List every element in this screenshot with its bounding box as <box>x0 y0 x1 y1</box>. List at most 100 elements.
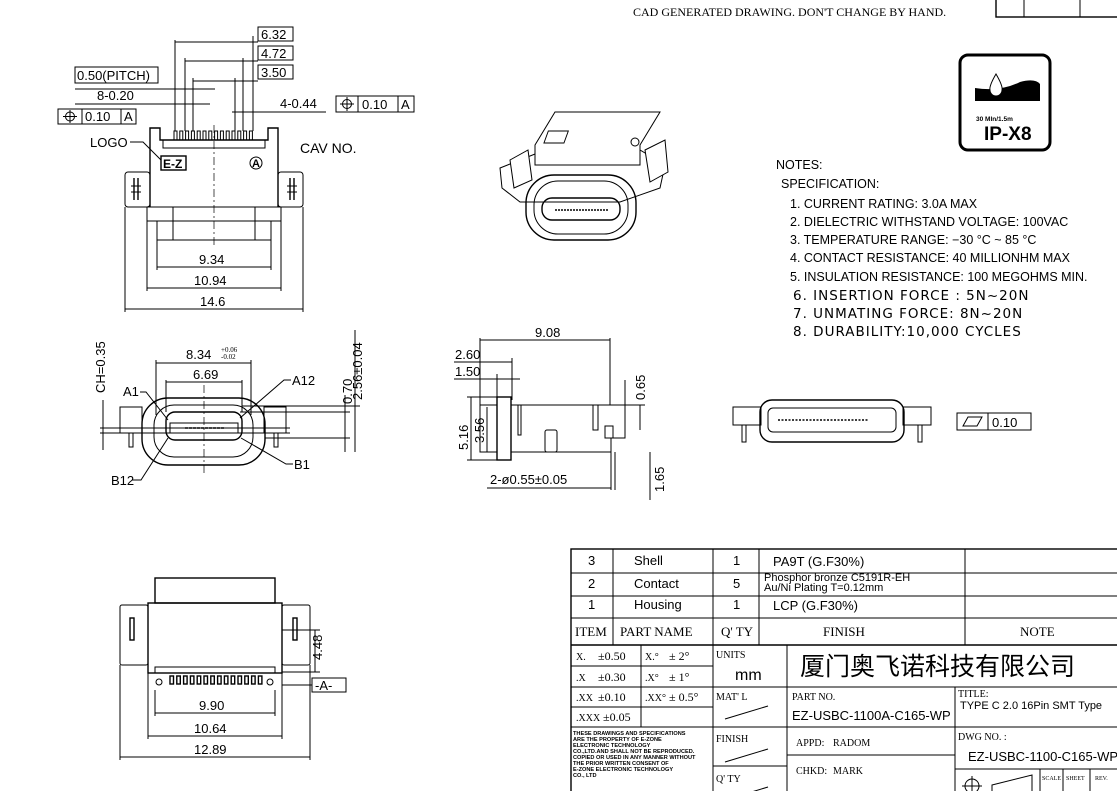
label: E-ZONE ELECTRONIC TECHNOLOGY <box>573 767 673 773</box>
notes: NOTES: SPECIFICATION: 1. CURRENT RATING:… <box>776 158 1088 340</box>
contact-pin <box>219 130 224 141</box>
dim-hole: 2-ø0.55±0.05 <box>490 472 567 487</box>
label: 0.10 <box>992 415 1017 430</box>
label: 5 <box>733 576 740 591</box>
label: ± 2° <box>669 649 690 663</box>
label: SCALE <box>1042 776 1061 782</box>
contact-pin <box>225 130 230 141</box>
label: FINISH <box>716 734 748 745</box>
contact-pin <box>203 675 209 685</box>
label: Contact <box>634 576 679 591</box>
contact-pin <box>176 675 182 685</box>
notes-title: NOTES: <box>776 158 823 172</box>
drawing-title: TYPE C 2.0 16Pin SMT Type <box>960 700 1102 712</box>
part-number: EZ-USBC-1100A-C165-WP <box>792 708 951 723</box>
contact-pin <box>185 130 190 141</box>
checked-by: MARK <box>833 766 864 777</box>
cavity-mark <box>249 156 263 170</box>
contact-pin <box>214 130 219 141</box>
label: Q' TY <box>716 774 741 785</box>
logo-label: LOGO <box>90 135 128 150</box>
label: CO., LTD <box>573 773 597 779</box>
holddown-right-icon <box>287 178 297 200</box>
contact-pin <box>244 675 250 685</box>
label: .X° <box>645 673 659 684</box>
label: ARE THE PROPERTY OF E-ZONE <box>573 737 662 743</box>
water-icon <box>975 80 1040 101</box>
isometric-view <box>499 111 669 241</box>
label: Housing <box>634 597 682 612</box>
label: ITEM <box>575 624 607 639</box>
label: COPIED OR USED IN ANY MANNER WITHOUT <box>573 755 696 761</box>
label: .XX <box>576 693 594 704</box>
label: 0.10 <box>85 109 110 124</box>
dim-0.70: 0.70 <box>340 379 355 404</box>
label: FINISH <box>823 624 865 639</box>
label: CHKD: <box>796 766 827 777</box>
dim-1.50: 1.50 <box>455 364 480 379</box>
contact-pin <box>248 130 253 141</box>
label: 1 <box>588 597 595 612</box>
side-view: 9.08 2.60 1.50 5.16 3.56 0.65 1.65 2-ø0.… <box>454 325 667 500</box>
note-item: 3. TEMPERATURE RANGE: −30 °C ~ 85 °C <box>790 233 1036 247</box>
dim-0.65: 0.65 <box>633 375 648 400</box>
contact-pin <box>250 675 256 685</box>
dim-10.64: 10.64 <box>194 721 227 736</box>
flatness-icon <box>962 416 983 427</box>
label: -0.02 <box>221 353 236 361</box>
label: .X <box>576 673 587 684</box>
dim-10.94: 10.94 <box>194 273 227 288</box>
datum-a: -A- <box>315 678 332 693</box>
label: Shell <box>634 553 663 568</box>
dim-9.08: 9.08 <box>535 325 560 340</box>
label: ±0.50 <box>598 649 626 663</box>
label: X. <box>576 652 586 663</box>
contact-pin <box>173 130 178 141</box>
label: Au/Ni Plating T=0.12mm <box>764 582 883 594</box>
holddown-left-icon <box>131 178 141 200</box>
label: ±0.30 <box>598 670 626 684</box>
dim-9.90: 9.90 <box>199 698 224 713</box>
dim-9.34: 9.34 <box>199 252 224 267</box>
label: CO.,LTD.AND SHALL NOT BE REPRODUCED. <box>573 749 695 755</box>
label: 30 MIn/1.5m <box>976 116 1013 123</box>
dim-3.50: 3.50 <box>261 65 286 80</box>
dim-pin-width2: 4-0.44 <box>280 96 317 111</box>
label: X.° <box>645 652 659 663</box>
label-a1: A1 <box>123 384 139 399</box>
dim-6.69: 6.69 <box>193 367 218 382</box>
dim-pin-width: 8-0.20 <box>97 88 134 103</box>
units-label: UNITS <box>716 650 745 661</box>
label: 1 <box>733 553 740 568</box>
contact-pin <box>182 675 188 685</box>
revision-table <box>995 0 1117 18</box>
label: 1 <box>733 597 740 612</box>
contact-pin <box>230 675 236 685</box>
label-b1: B1 <box>294 457 310 472</box>
label: ± 0.5° <box>669 690 699 704</box>
dim-6.32: 6.32 <box>261 27 286 42</box>
approved-by: RADOM <box>833 738 870 749</box>
note-item: 2. DIELECTRIC WITHSTAND VOLTAGE: 100VAC <box>790 215 1068 229</box>
contact-pin <box>257 675 263 685</box>
note-item: 7. UNMATING FORCE: 8N~20N <box>793 306 1023 322</box>
label: SHEET <box>1066 776 1085 782</box>
dim-2.60: 2.60 <box>455 347 480 362</box>
label: APPD: <box>796 738 824 749</box>
label: PA9T (G.F30%) <box>773 554 864 569</box>
logo-mark: E-Z <box>163 157 182 171</box>
label: ±0.10 <box>598 690 626 704</box>
notes-subtitle: SPECIFICATION: <box>781 177 879 191</box>
label: PART NAME <box>620 624 693 639</box>
dim-ch: CH=0.35 <box>93 341 108 393</box>
flatness-tolerance-frame: 0.10 <box>956 412 1032 431</box>
label: REV. <box>1095 776 1108 782</box>
note-item: 5. INSULATION RESISTANCE: 100 MEGOHMS MI… <box>790 270 1088 284</box>
